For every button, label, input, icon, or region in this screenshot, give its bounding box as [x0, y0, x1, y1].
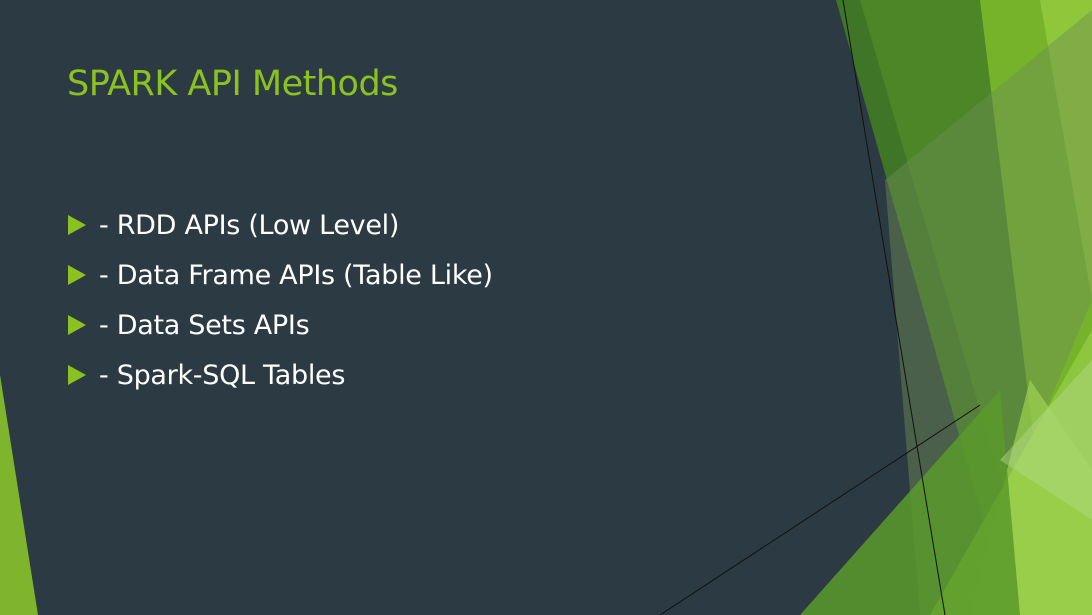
triangle-bullet-icon — [68, 265, 86, 285]
lower-pale-facet — [1000, 360, 1092, 520]
left-facet — [0, 375, 38, 615]
thin-line-1 — [842, 0, 946, 615]
lower-left-facet — [800, 390, 1020, 615]
triangle-bullet-icon — [68, 315, 86, 335]
bullet-item-data-frame: - Data Frame APIs (Table Like) — [68, 250, 493, 300]
bullet-text: - Data Sets APIs — [99, 309, 310, 341]
bullet-item-spark-sql: - Spark-SQL Tables — [68, 350, 493, 400]
thin-line-2 — [659, 404, 981, 615]
triangle-bullet-icon — [68, 215, 86, 235]
bullet-list: - RDD APIs (Low Level) - Data Frame APIs… — [68, 200, 493, 400]
bullet-text: - Data Frame APIs (Table Like) — [99, 259, 493, 291]
bullet-item-data-sets: - Data Sets APIs — [68, 300, 493, 350]
bullet-item-rdd: - RDD APIs (Low Level) — [68, 200, 493, 250]
triangle-bullet-icon — [68, 365, 86, 385]
slide-title: SPARK API Methods — [67, 64, 398, 104]
pale-green-stripe — [1040, 0, 1092, 300]
bullet-text: - Spark-SQL Tables — [99, 359, 346, 391]
bullet-text: - RDD APIs (Low Level) — [99, 209, 400, 241]
